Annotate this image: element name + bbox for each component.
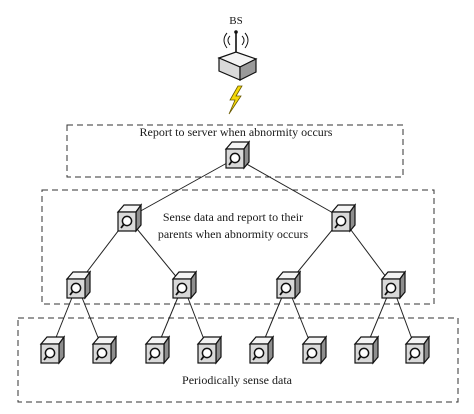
tree-edges <box>50 157 417 351</box>
sensor-node-icon <box>66 271 91 299</box>
lightning-bolt-icon <box>228 85 243 115</box>
sensor-node-icon <box>197 336 222 364</box>
tier-top-label: Report to server when abnormity occurs <box>140 125 333 139</box>
tier-box-middle <box>41 189 435 305</box>
sensor-node-icon <box>354 336 379 364</box>
sensor-node-icon <box>381 271 406 299</box>
sensor-node-icon <box>331 204 356 232</box>
base-station: BS <box>217 15 258 81</box>
sensor-node-icon <box>40 336 65 364</box>
sensor-node-icon <box>225 141 250 169</box>
tier-box-top <box>66 124 404 178</box>
sensor-node-icon <box>276 271 301 299</box>
tier-box-bottom <box>17 317 459 403</box>
base-station-label: BS <box>229 15 242 27</box>
sensor-node-icon <box>172 271 197 299</box>
sensor-node-icon <box>145 336 170 364</box>
router-icon <box>217 51 258 81</box>
sensor-node-icon <box>117 204 142 232</box>
sensor-node-icon <box>249 336 274 364</box>
tier-bottom-label: Periodically sense data <box>182 373 293 387</box>
sensor-node-icon <box>405 336 430 364</box>
sensor-node-icon <box>302 336 327 364</box>
sensor-node-icon <box>92 336 117 364</box>
tier-middle-label-line2: parents when abnormity occurs <box>158 227 309 241</box>
tier-middle-label-line1: Sense data and report to their <box>163 210 303 224</box>
